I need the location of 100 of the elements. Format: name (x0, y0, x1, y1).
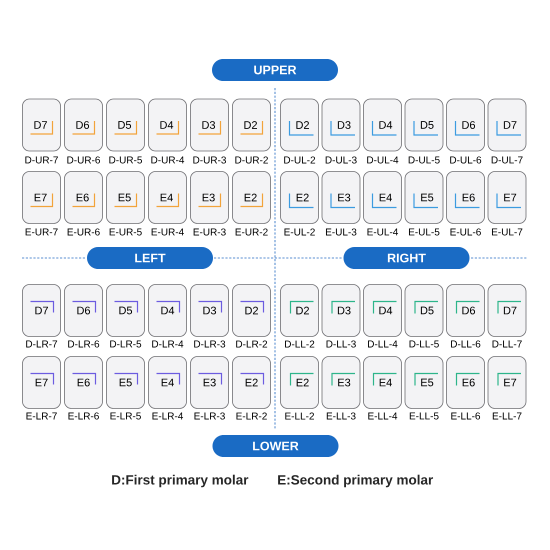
code-label: D-UR-7 (25, 156, 58, 164)
crown-tile: E5 (106, 356, 145, 409)
code-label: E-UR-2 (236, 228, 268, 236)
code-label: E-LR-6 (68, 412, 99, 420)
code-label: D-LR-4 (152, 340, 184, 348)
crown-tile: D6 (64, 284, 103, 337)
code-label: D-LL-6 (451, 340, 480, 348)
code-label: D-UR-4 (151, 156, 184, 164)
section-pill: RIGHT (344, 247, 470, 269)
section-pill: LOWER (212, 435, 338, 457)
crown-tile: D7 (488, 98, 526, 152)
note-text: D:First primary molar (112, 474, 248, 488)
code-label: E-LL-6 (451, 412, 480, 420)
code-label: D-UL-3 (326, 156, 357, 164)
crown-tile: E3 (190, 356, 229, 409)
crown-tile: D7 (22, 98, 61, 152)
crown-tile: E5 (404, 171, 444, 224)
crown-tile: E2 (280, 356, 319, 409)
code-label: E-UL-4 (367, 228, 398, 236)
crown-tile: E5 (404, 356, 444, 409)
code-label: D-UR-3 (193, 156, 226, 164)
code-label: D-UL-2 (284, 156, 316, 164)
crown-tile: E6 (64, 356, 103, 409)
crown-tile: D3 (322, 284, 360, 337)
code-label: D-UL-5 (408, 156, 440, 164)
section-pill: LEFT (87, 247, 213, 269)
crown-tile: E6 (446, 356, 485, 409)
crown-tile: E7 (22, 171, 61, 224)
crown-tile: E6 (446, 171, 485, 224)
crown-tile: E3 (190, 171, 229, 224)
crown-tile: D5 (404, 284, 444, 337)
code-label: D-LL-3 (326, 340, 356, 348)
crown-tile: E7 (488, 356, 526, 409)
code-label: D-UR-5 (109, 156, 142, 164)
code-label: D-LL-2 (285, 340, 314, 348)
crown-tile: D6 (446, 98, 485, 152)
code-label: D-UL-6 (450, 156, 482, 164)
code-label: D-LL-4 (368, 340, 398, 348)
crown-tile: D2 (232, 98, 271, 152)
crown-tile: D7 (22, 284, 61, 337)
crown-tile: E2 (232, 356, 271, 409)
crown-tile: D3 (190, 284, 229, 337)
code-label: D-LR-3 (194, 340, 226, 348)
crown-tile: D3 (322, 98, 360, 152)
code-label: D-UR-6 (67, 156, 100, 164)
code-label: D-LR-5 (110, 340, 142, 348)
crown-tile: D5 (106, 98, 145, 152)
crown-tile: D5 (404, 98, 444, 152)
crown-tile: E3 (322, 171, 360, 224)
crown-tile: D3 (190, 98, 229, 152)
code-label: E-UL-7 (492, 228, 522, 236)
code-label: E-LR-7 (26, 412, 57, 420)
code-label: E-LR-3 (194, 412, 225, 420)
crown-tile: E2 (280, 171, 319, 224)
crown-tile: E7 (488, 171, 526, 224)
crown-tile: D7 (488, 284, 526, 337)
crown-tile: E4 (363, 171, 402, 224)
note-text: E:Second primary molar (278, 474, 434, 488)
code-label: E-UR-7 (26, 228, 58, 236)
crown-tile: D6 (446, 284, 485, 337)
crown-tile: D2 (280, 98, 319, 152)
code-label: D-LR-2 (236, 340, 268, 348)
crown-tile: D4 (148, 284, 187, 337)
crown-tile: E3 (322, 356, 360, 409)
code-label: E-LL-2 (285, 412, 314, 420)
crown-tile: E4 (363, 356, 402, 409)
crown-tile: D2 (280, 284, 319, 337)
code-label: D-LL-7 (492, 340, 522, 348)
code-label: E-UR-3 (194, 228, 226, 236)
code-label: E-LL-4 (368, 412, 398, 420)
code-label: E-LR-2 (236, 412, 267, 420)
code-label: E-UR-4 (152, 228, 184, 236)
crown-tile: D4 (363, 98, 402, 152)
crown-tile: D2 (232, 284, 271, 337)
code-label: D-UL-7 (492, 156, 523, 164)
code-label: D-UR-2 (235, 156, 268, 164)
code-label: E-LR-4 (152, 412, 184, 420)
crown-tile: E7 (22, 356, 61, 409)
code-label: E-LL-7 (492, 412, 522, 420)
code-label: E-UL-3 (326, 228, 356, 236)
crown-tile: D4 (148, 98, 187, 152)
code-label: E-LL-5 (410, 412, 439, 420)
crown-tile: D5 (106, 284, 145, 337)
section-pill: UPPER (212, 59, 338, 81)
code-label: D-UL-4 (367, 156, 398, 164)
code-label: D-LL-5 (410, 340, 439, 348)
code-label: E-UL-2 (284, 228, 315, 236)
code-label: E-UR-6 (68, 228, 100, 236)
code-label: D-LR-6 (68, 340, 100, 348)
code-label: E-UL-6 (450, 228, 481, 236)
crown-tile: E2 (232, 171, 271, 224)
crown-tile: E5 (106, 171, 145, 224)
code-label: D-LR-7 (26, 340, 58, 348)
code-label: E-UL-5 (408, 228, 440, 236)
code-label: E-LR-5 (110, 412, 141, 420)
crown-tile: E4 (148, 356, 187, 409)
crown-tile: D4 (363, 284, 402, 337)
crown-tile: D6 (64, 98, 103, 152)
code-label: E-UR-5 (110, 228, 142, 236)
code-label: E-LL-3 (326, 412, 356, 420)
